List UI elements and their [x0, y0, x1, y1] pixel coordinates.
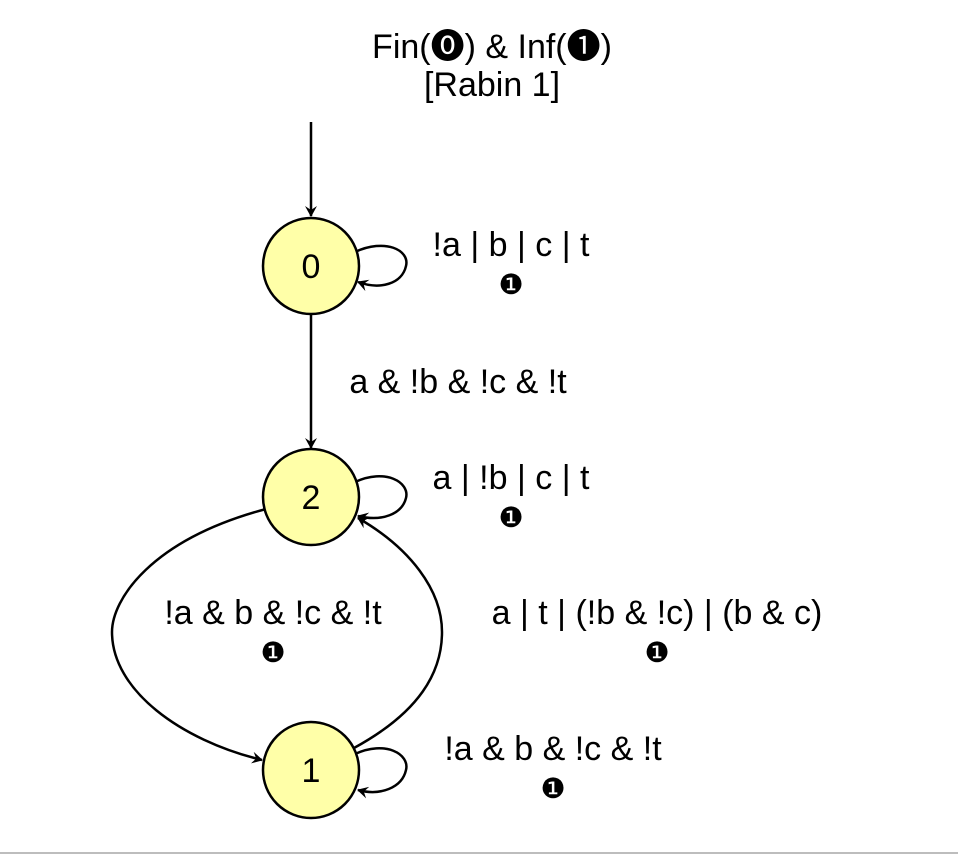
edge-2-to-1 [110, 507, 267, 764]
state-node-0: 0 [261, 216, 361, 316]
edge-label-2-1: !a & b & !c & !t [164, 594, 382, 632]
edge-loop-1 [354, 747, 408, 799]
state-node-1: 1 [261, 720, 361, 820]
edge-loop-2 [354, 475, 408, 525]
state-label-1: 1 [302, 752, 321, 790]
edge-mark-2-2: ❶ [498, 502, 523, 533]
edge-1-to-2 [353, 516, 444, 750]
automaton-name: [Rabin 1] [424, 66, 560, 104]
edge-loop-0 [354, 244, 408, 292]
edge-label-1-2: a | t | (!b & !c) | (b & c) [492, 594, 823, 632]
edge-mark-0-0: ❶ [498, 269, 523, 300]
edge-label-2-2: a | !b | c | t [433, 459, 590, 497]
edge-mark-1-1: ❶ [540, 773, 565, 804]
state-node-2: 2 [261, 447, 361, 547]
state-label-0: 0 [302, 248, 321, 286]
edge-label-1-1: !a & b & !c & !t [444, 730, 662, 768]
edge-label-0-2: a & !b & !c & !t [349, 363, 567, 401]
state-label-2: 2 [302, 479, 321, 517]
edge-label-0-0: !a | b | c | t [433, 226, 590, 264]
acceptance-condition: Fin(⓿) & Inf(❶) [372, 28, 612, 66]
edge-mark-1-2: ❶ [644, 637, 669, 668]
edge-mark-2-1: ❶ [260, 637, 285, 668]
bottom-divider [0, 852, 958, 854]
